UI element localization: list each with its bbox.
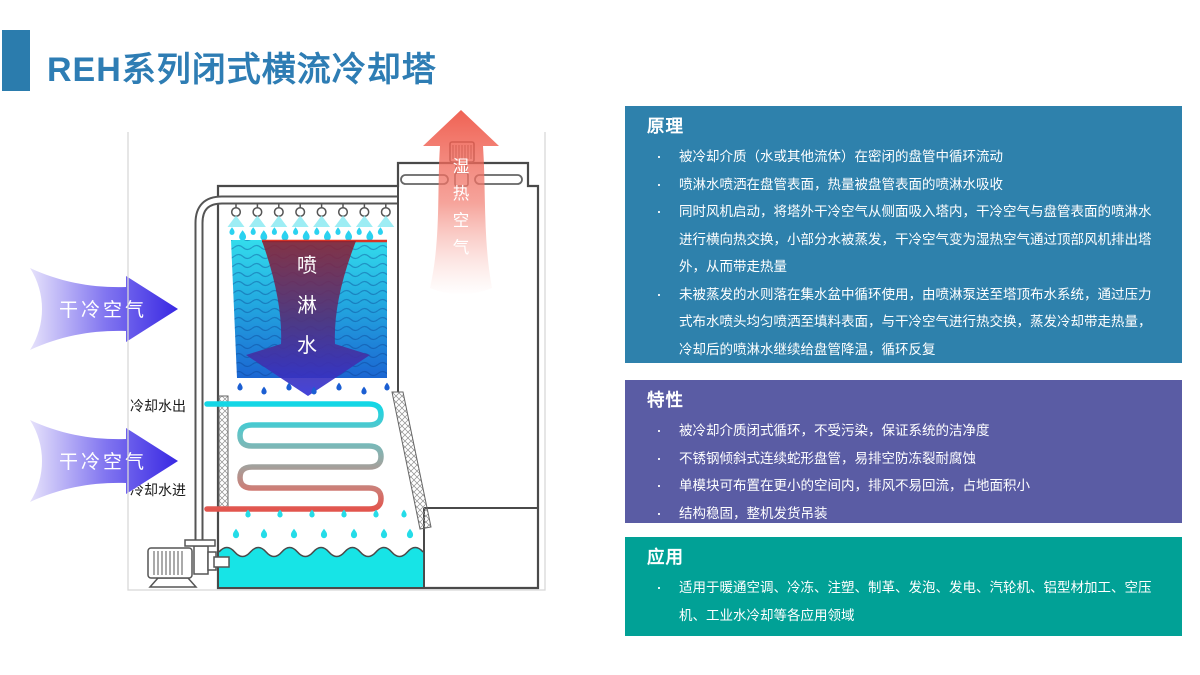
bullet-item: 同时风机启动，将塔外干冷空气从侧面吸入塔内，干冷空气与盘管表面的喷淋水进行横向热… [647, 198, 1164, 281]
bullet-item: 单模块可布置在更小的空间内，排风不易回流，占地面积小 [647, 472, 1164, 500]
title-accent-bar [2, 30, 30, 91]
dry-cold-air-lower-label: 干冷空气 [59, 451, 147, 473]
panel-features: 特性 被冷却介质闭式循环，不受污染，保证系统的洁净度不锈钢倾斜式连续蛇形盘管，易… [625, 380, 1182, 527]
dry-cold-air-upper-label: 干冷空气 [59, 299, 147, 321]
panel-principle-bullets: 被冷却介质（水或其他流体）在密闭的盘管中循环流动喷淋水喷洒在盘管表面，热量被盘管… [647, 143, 1164, 363]
panel-features-title: 特性 [647, 390, 684, 410]
spray-nozzles [227, 204, 395, 227]
spray-pipe [194, 195, 397, 546]
bullet-item: 结构稳固，整机发货吊装 [647, 500, 1164, 528]
bullet-item: 被冷却介质闭式循环，不受污染，保证系统的洁净度 [647, 417, 1164, 445]
cooling-tower-diagram: 喷淋水 冷却水出 冷却水进 [30, 110, 546, 591]
bullet-item: 被冷却介质（水或其他流体）在密闭的盘管中循环流动 [647, 143, 1164, 171]
panel-features-bullets: 被冷却介质闭式循环，不受污染，保证系统的洁净度不锈钢倾斜式连续蛇形盘管，易排空防… [647, 417, 1164, 527]
spray-water-arrow [246, 241, 370, 396]
spray-pump [147, 539, 230, 588]
panel-principle-title: 原理 [647, 116, 684, 136]
panel-principle: 原理 被冷却介质（水或其他流体）在密闭的盘管中循环流动喷淋水喷洒在盘管表面，热量… [625, 106, 1182, 363]
droplets-under-fill [237, 382, 390, 395]
cold-air-arrow-upper: 干冷空气 [30, 268, 178, 350]
left-louver [218, 395, 229, 510]
bullet-item: 不锈钢倾斜式连续蛇形盘管，易排空防冻裂耐腐蚀 [647, 445, 1164, 473]
hot-air-arrow [423, 110, 499, 294]
panel-applications-bullets: 适用于暖通空调、冷冻、注塑、制革、发泡、发电、汽轮机、铝型材加工、空压 机、工业… [647, 574, 1164, 629]
diagram-frame [127, 132, 546, 591]
bullet-item: 适用于暖通空调、冷冻、注塑、制革、发泡、发电、汽轮机、铝型材加工、空压 机、工业… [647, 574, 1164, 629]
panel-applications: 应用 适用于暖通空调、冷冻、注塑、制革、发泡、发电、汽轮机、铝型材加工、空压 机… [625, 537, 1182, 636]
wet-hot-air-label: 湿热空气 [453, 157, 470, 257]
cooling-water-in-label: 冷却水进 [130, 483, 186, 499]
basin-water [218, 546, 424, 587]
cold-air-arrow-lower: 干冷空气 [30, 420, 178, 502]
drift-eliminator [391, 391, 432, 530]
spray-water-label: 喷淋水 [297, 253, 317, 357]
droplets-above-basin [232, 509, 414, 539]
coil-serpentine [204, 401, 384, 512]
spray-droplets [229, 227, 383, 241]
cooling-water-out-label: 冷却水出 [130, 399, 186, 415]
panel-applications-title: 应用 [647, 547, 684, 567]
bullet-item: 未被蒸发的水则落在集水盆中循环使用，由喷淋泵送至塔顶布水系统，通过压力式布水喷头… [647, 281, 1164, 364]
bullet-item: 喷淋水喷洒在盘管表面，热量被盘管表面的喷淋水吸收 [647, 171, 1164, 199]
page-title: REH系列闭式横流冷却塔 [47, 51, 437, 89]
